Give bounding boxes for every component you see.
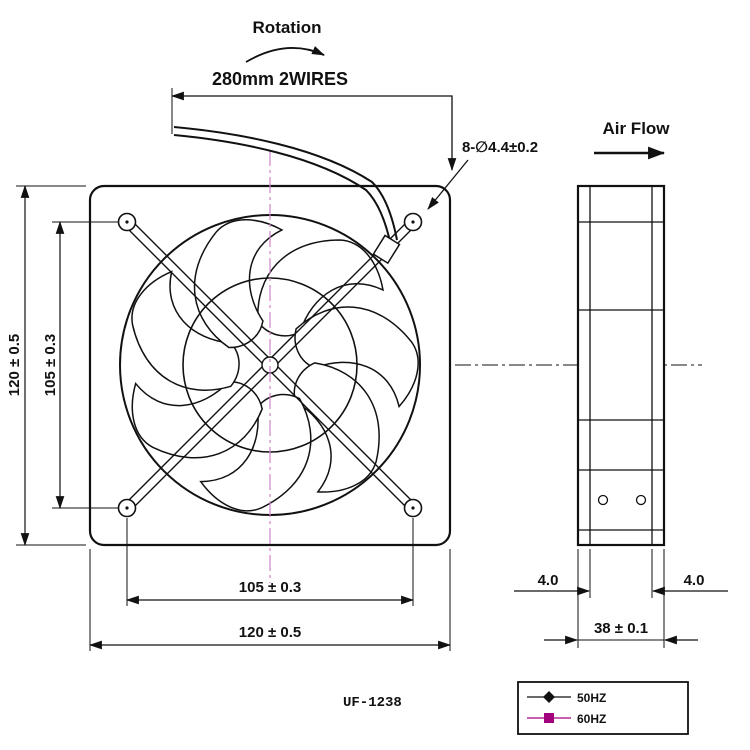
- dim-left-holes: 105 ± 0.3: [42, 220, 118, 510]
- hz60-square-marker-icon: [544, 713, 554, 723]
- dim-depth: 38 ± 0.1: [544, 549, 698, 648]
- mounting-hole-top-left: [117, 212, 137, 232]
- legend-box: [517, 681, 689, 735]
- side-hole-right: [635, 494, 647, 506]
- rotation-arrow: [245, 46, 325, 63]
- dim-outer-width-label: 120 ± 0.5: [239, 624, 301, 641]
- frequency-legend: 50HZ 60HZ: [517, 681, 689, 735]
- mounting-holes: [117, 212, 423, 518]
- rotation-label: Rotation: [253, 18, 322, 37]
- dimensions: 120 ± 0.5 105 ± 0.3 105 ± 0.3 120 ± 0.5: [6, 184, 728, 651]
- hz50-diamond-marker-icon: [543, 691, 555, 703]
- wire-length-dimension: 280mm 2WIRES: [170, 69, 457, 172]
- hole-callout-label: 8-∅4.4±0.2: [462, 139, 538, 156]
- mounting-hole-top-right: [403, 212, 423, 232]
- model-number: UF-1238: [343, 695, 402, 711]
- airflow-label: Air Flow: [602, 119, 670, 138]
- legend-50hz: 50HZ: [527, 691, 606, 705]
- dim-depth-label: 38 ± 0.1: [594, 620, 648, 637]
- legend-60hz: 60HZ: [527, 712, 606, 726]
- mounting-hole-bottom-right: [403, 498, 423, 518]
- hz50-label: 50HZ: [577, 691, 606, 705]
- side-hole-left: [597, 494, 609, 506]
- wire-length-label: 280mm 2WIRES: [212, 69, 348, 89]
- hz60-label: 60HZ: [577, 712, 606, 726]
- dim-flange-left-label: 4.0: [538, 572, 559, 589]
- dim-outer-height-label: 120 ± 0.5: [6, 334, 23, 396]
- dim-flange-right: 4.0: [651, 549, 728, 598]
- dim-bottom-holes: 105 ± 0.3: [125, 518, 415, 606]
- airflow-annotation: Air Flow: [594, 119, 670, 160]
- mounting-hole-bottom-left: [117, 498, 137, 518]
- front-view: [88, 184, 452, 547]
- dim-hole-pitch-v-label: 105 ± 0.3: [42, 334, 59, 396]
- dim-bottom-outer: 120 ± 0.5: [88, 549, 452, 651]
- side-outline: [576, 184, 666, 547]
- wire-connector: [372, 234, 401, 265]
- side-view: [576, 184, 666, 547]
- dim-hole-pitch-h-label: 105 ± 0.3: [239, 579, 301, 596]
- dim-flange-left: 4.0: [514, 549, 591, 598]
- rotation-annotation: Rotation: [245, 18, 325, 63]
- dim-left-outer: 120 ± 0.5: [6, 184, 86, 547]
- mounting-hole-callout: 8-∅4.4±0.2: [427, 139, 538, 210]
- hole-callout-leader: [427, 159, 469, 210]
- dim-flange-right-label: 4.0: [684, 572, 705, 589]
- wire-length-dim-line: [170, 91, 457, 172]
